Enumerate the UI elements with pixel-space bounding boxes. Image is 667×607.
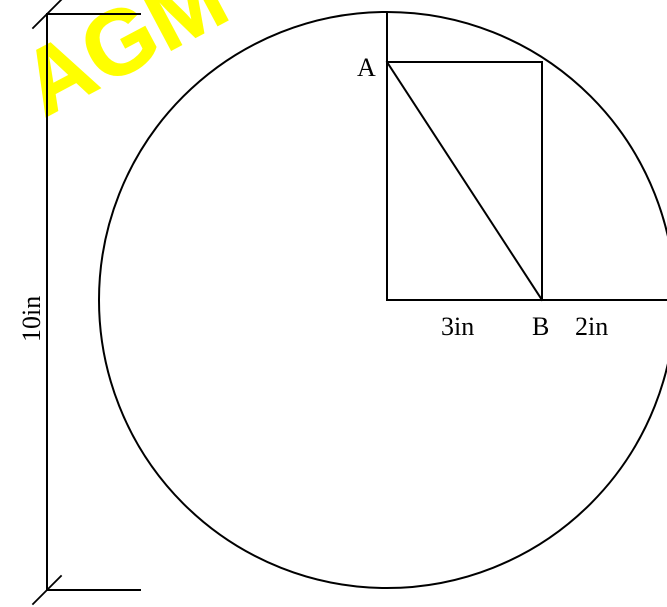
diameter-label: 10in xyxy=(17,296,46,342)
dimension-top-tick xyxy=(31,0,63,30)
segment-right-label: 2in xyxy=(575,312,608,341)
point-a-label: A xyxy=(357,53,376,82)
segment-left-label: 3in xyxy=(441,312,474,341)
circle xyxy=(98,11,667,589)
diagonal-ab xyxy=(385,60,544,302)
point-b-label: B xyxy=(532,312,549,341)
dimension-bottom-tick xyxy=(31,574,63,606)
